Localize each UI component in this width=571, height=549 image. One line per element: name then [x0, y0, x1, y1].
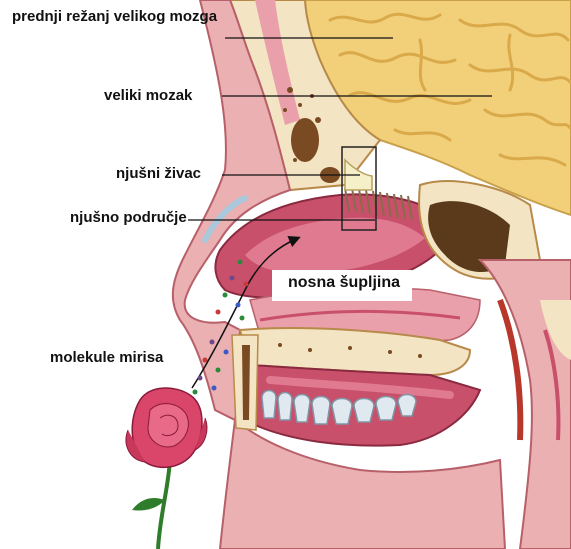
label-frontal-lobe: prednji režanj velikog mozga [12, 8, 217, 25]
rose-flower-illustration [126, 388, 207, 549]
label-cerebrum: veliki mozak [104, 87, 192, 104]
label-olfactory-nerve: njušni živac [116, 165, 201, 182]
label-nasal-cavity: nosna šupljina [288, 274, 400, 292]
label-odor-molecules: molekule mirisa [50, 349, 163, 366]
label-olfactory-area: njušno područje [70, 209, 187, 226]
palate-illustration [220, 328, 505, 549]
